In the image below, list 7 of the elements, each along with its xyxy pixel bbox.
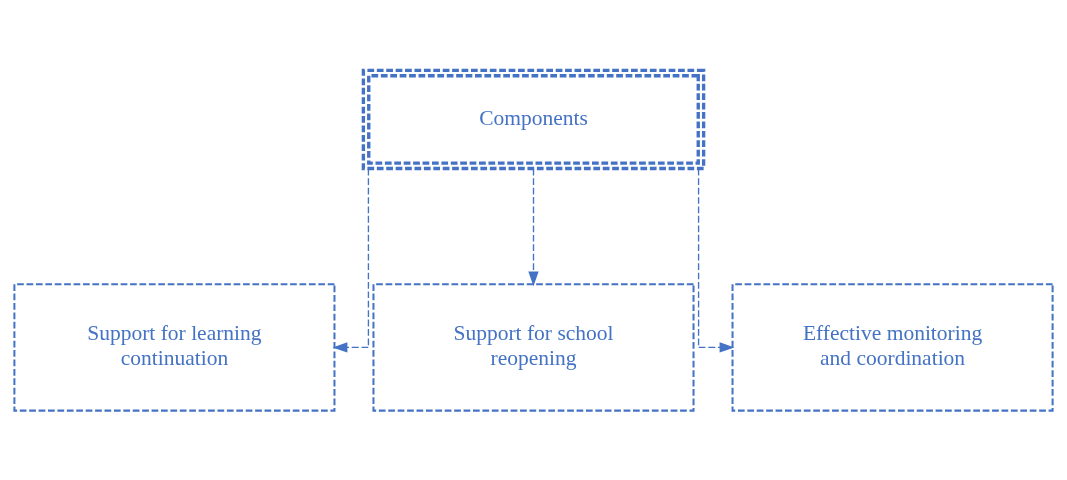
arrow bbox=[697, 167, 735, 353]
arrow bbox=[528, 167, 539, 286]
node-box: Support for school reopening bbox=[372, 282, 695, 412]
node-box: Effective monitoring and coordination bbox=[731, 282, 1054, 412]
arrow bbox=[332, 167, 370, 353]
node-box: Components bbox=[361, 68, 706, 170]
node-box: Support for learning continuation bbox=[13, 282, 336, 412]
